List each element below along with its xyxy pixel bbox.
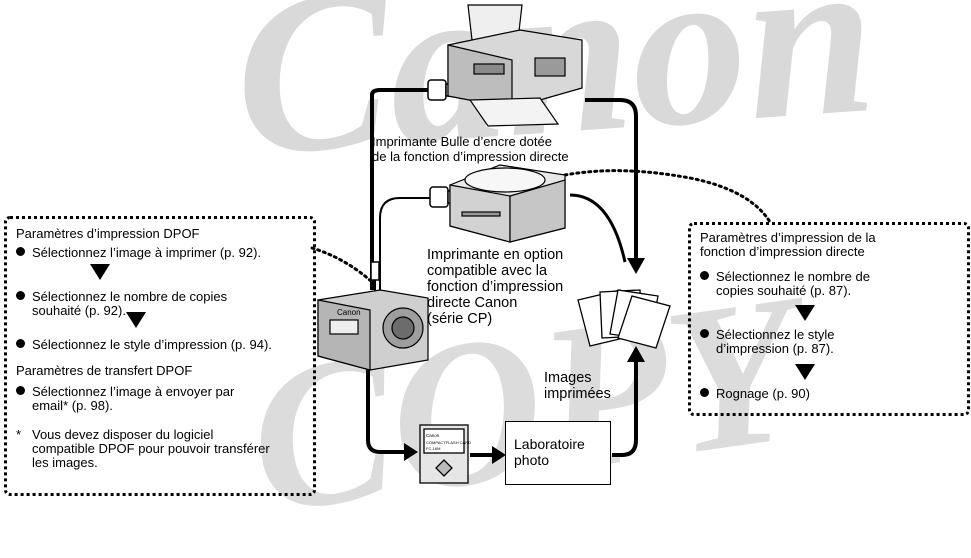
arrow-down-icon [90, 264, 110, 280]
dpof-settings-box [4, 216, 316, 496]
printed-images-label: Images imprimées [544, 370, 611, 402]
dpof-print-step-1: Sélectionnez l’image à imprimer (p. 92). [16, 246, 261, 260]
camera-brand-text: Canon [337, 308, 361, 317]
footnote-mark: * [16, 427, 22, 442]
direct-print-step-3: Rognage (p. 90) [700, 387, 810, 401]
dpof-print-step-3: Sélectionnez le style d’impression (p. 9… [16, 338, 272, 352]
bullet-icon [700, 271, 709, 280]
arrow-camera-to-card [366, 365, 408, 454]
bullet-icon [700, 329, 709, 338]
dotted-left-connector [310, 246, 374, 284]
bullet-icon [700, 388, 709, 397]
bullet-icon [16, 291, 25, 300]
photo-lab-box: Laboratoire photo [505, 421, 611, 485]
cable-cp [379, 197, 432, 290]
printed-images-stack [577, 289, 671, 349]
card-type-text: COMPACTFLASH CARD [426, 440, 471, 445]
inkjet-printer-label: Imprimante Bulle d’encre dotée de la fon… [372, 134, 569, 164]
dpof-transfer-step-1: Sélectionnez l’image à envoyer par email… [16, 385, 234, 413]
dpof-transfer-title: Paramètres de transfert DPOF [16, 363, 193, 378]
dpof-print-title: Paramètres d’impression DPOF [16, 226, 200, 241]
bullet-icon [16, 339, 25, 348]
dpof-footnote: *Vous devez disposer du logiciel compati… [16, 427, 270, 470]
cp-printer-label: Imprimante en option compatible avec la … [427, 247, 564, 327]
arrow-down-icon [795, 364, 815, 380]
direct-print-step-2: Sélectionnez le style d’impression (p. 8… [700, 328, 835, 356]
direct-print-settings-box [688, 222, 970, 416]
photo-lab-label-line2: photo [514, 452, 550, 468]
arrow-down-icon [126, 312, 146, 328]
arrow-down-icon [795, 305, 815, 321]
card-model-text: FC-16M [426, 446, 440, 451]
bullet-icon [16, 386, 25, 395]
cable-inkjet [370, 88, 428, 290]
camera-plug [370, 261, 380, 281]
dotted-right-connector [563, 169, 772, 224]
direct-print-step-1: Sélectionnez le nombre de copies souhait… [700, 270, 870, 298]
arrow-lab-to-prints [612, 358, 638, 457]
connection-diagram: Canon Canon COMPACTFLASH CARD FC-16M [310, 4, 772, 484]
cp-printer-illustration [449, 164, 566, 243]
card-brand-text: Canon [426, 433, 440, 438]
memory-card-illustration [419, 424, 469, 484]
bullet-icon [16, 247, 25, 256]
inkjet-printer-illustration [447, 4, 583, 127]
dpof-print-step-2: Sélectionnez le nombre de copies souhait… [16, 290, 227, 318]
arrow-cp-to-prints [569, 193, 627, 263]
arrow-inkjet-to-prints [585, 98, 638, 262]
direct-print-title: Paramètres d’impression de la fonction d… [700, 230, 876, 259]
camera-illustration [317, 289, 429, 371]
photo-lab-label-line1: Laboratoire [514, 436, 585, 452]
